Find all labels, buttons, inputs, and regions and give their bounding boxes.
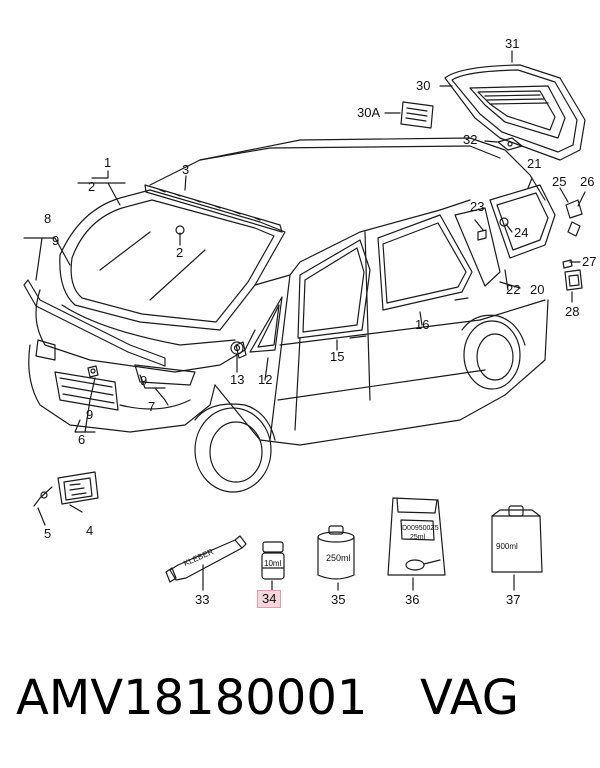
callout-23: 23 — [470, 199, 485, 214]
pouch-label-line1: D009500Z5 — [402, 525, 439, 532]
small-parts-drawing — [23, 170, 586, 526]
car-glass-illustration — [23, 50, 586, 591]
callout-26: 26 — [580, 174, 595, 189]
callout-12: 12 — [258, 372, 273, 387]
part-number: AMV18180001 — [16, 670, 368, 726]
callout-32: 32 — [463, 132, 478, 147]
caption: AMV18180001 VAG — [0, 670, 600, 740]
callout-20: 20 — [530, 282, 545, 297]
callout-34-highlighted: 34 — [257, 590, 282, 608]
callout-5: 5 — [44, 526, 52, 541]
small-bottle-label: 10ml — [264, 559, 282, 568]
callout-6: 6 — [78, 432, 86, 447]
callout-3: 3 — [182, 162, 190, 177]
callout-35: 35 — [331, 592, 346, 607]
callout-27: 27 — [582, 254, 597, 269]
brand-name: VAG — [420, 670, 519, 726]
pouch-label-line2: 25ml — [410, 534, 426, 541]
callout-30a: 30A — [357, 105, 381, 120]
callout-9: 9 — [52, 233, 60, 248]
callout-4: 4 — [86, 523, 94, 538]
callout-37: 37 — [506, 592, 521, 607]
callout-31: 31 — [505, 36, 520, 51]
car-body-drawing — [23, 137, 556, 493]
callout-2: 2 — [176, 245, 184, 260]
callout-30: 30 — [416, 78, 431, 93]
callout-16: 16 — [415, 317, 430, 332]
callout-15: 15 — [330, 349, 345, 364]
callout-13: 13 — [230, 372, 245, 387]
callout-33: 33 — [195, 592, 210, 607]
callout-28: 28 — [565, 304, 580, 319]
callout-7: 7 — [148, 399, 156, 414]
callout-9: 9 — [140, 373, 148, 388]
callout-21: 21 — [527, 156, 542, 171]
consumables-drawing — [165, 497, 543, 591]
callout-1: 1 — [104, 155, 112, 170]
callout-9: 9 — [86, 407, 94, 422]
callout-22: 22 — [506, 282, 521, 297]
callout-24: 24 — [514, 225, 529, 240]
jug-label: 900ml — [496, 542, 518, 551]
callout-36: 36 — [405, 592, 420, 607]
tailgate-glass-drawing — [384, 50, 586, 161]
can-label: 250ml — [326, 553, 351, 563]
callout-8: 8 — [44, 211, 52, 226]
callout-25: 25 — [552, 174, 567, 189]
parts-diagram: KLEBER 10ml 250ml D009500Z5 25ml 900ml 1… — [23, 36, 597, 608]
callout-2: 2 — [88, 179, 96, 194]
